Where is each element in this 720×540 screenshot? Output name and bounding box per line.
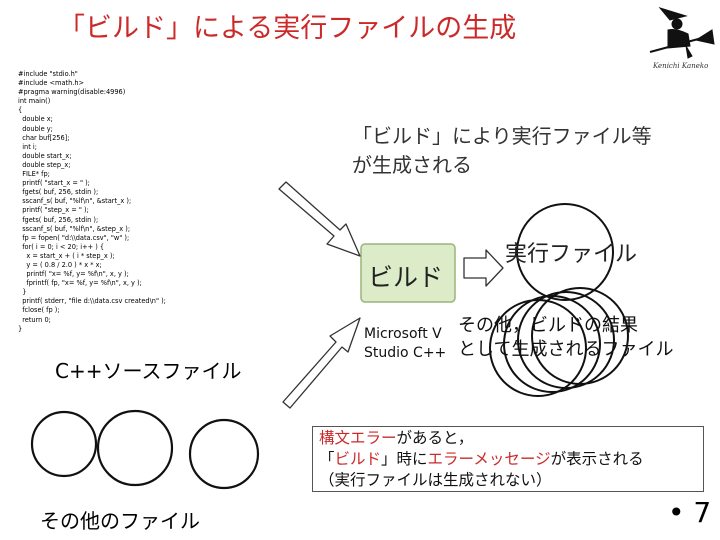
other-results-line-2: として生成されるファイル bbox=[458, 339, 674, 360]
page-number: • 7 bbox=[668, 496, 712, 529]
error-note-line-2-post: が表示される bbox=[550, 450, 644, 468]
build-label: ビルド bbox=[368, 263, 444, 292]
build-box bbox=[360, 243, 456, 303]
code-line: int main() bbox=[18, 97, 51, 106]
other-files-label: その他のファイル bbox=[40, 509, 200, 533]
code-line: sscanf_s( buf, "%lf\n", &start_x ); bbox=[18, 197, 132, 206]
error-note-open-bracket: 「 bbox=[319, 450, 335, 468]
error-note-line-2: 「ビルド」時にエラーメッセージが表示される bbox=[319, 449, 697, 470]
code-line: #include "stdio.h" bbox=[18, 70, 78, 78]
error-message-term: エラーメッセージ bbox=[427, 450, 551, 468]
error-note-line-3: （実行ファイルは生成されない） bbox=[319, 471, 552, 489]
build-term: ビルド bbox=[334, 450, 382, 468]
code-line: char buf[256]; bbox=[18, 133, 70, 142]
error-note-line-1-rest: があると， bbox=[396, 429, 474, 447]
code-line: { bbox=[18, 106, 23, 115]
source-code-listing: #include "stdio.h"#include <math.h>#prag… bbox=[18, 70, 308, 334]
other-file-circle-3 bbox=[188, 418, 260, 490]
code-line: double y; bbox=[18, 124, 53, 133]
msvc-label: Microsoft V Studio C++ bbox=[364, 325, 446, 363]
source-to-build-arrow-icon bbox=[278, 181, 361, 257]
build-caption: 「ビルド」により実行ファイル等 が生成される bbox=[352, 122, 652, 180]
code-line: fp = fopen( "d:\\data.csv", "w" ); bbox=[18, 233, 130, 242]
other-files-to-build-arrow-icon bbox=[282, 317, 361, 409]
code-line: double step_x; bbox=[18, 160, 71, 169]
build-caption-line-2: が生成される bbox=[352, 153, 472, 177]
other-file-circle-1 bbox=[30, 410, 98, 478]
code-line: fclose( fp ); bbox=[18, 306, 60, 315]
syntax-error-term: 構文エラー bbox=[319, 429, 397, 447]
code-line: #pragma warning(disable:4996) bbox=[18, 88, 126, 97]
msvc-label-line-1: Microsoft V bbox=[364, 326, 442, 342]
error-note-line-2-mid: 」時に bbox=[381, 450, 428, 468]
code-line: y = ( 0.8 / 2.0 ) * x * x; bbox=[18, 260, 102, 269]
code-line: sscanf_s( buf, "%lf\n", &step_x ); bbox=[18, 224, 131, 233]
code-line: #include <math.h> bbox=[18, 79, 85, 88]
witch-on-broom-icon bbox=[649, 7, 715, 59]
build-caption-line-1: 「ビルド」により実行ファイル等 bbox=[352, 124, 652, 148]
code-line: fgets( buf, 256, stdin ); bbox=[18, 215, 99, 224]
code-line: int i; bbox=[18, 142, 37, 151]
executable-file-circle bbox=[516, 203, 614, 301]
code-line: } bbox=[18, 288, 27, 297]
code-line: printf( "start_x = " ); bbox=[18, 179, 90, 188]
page-title: 「ビルド」による実行ファイルの生成 bbox=[58, 13, 517, 44]
code-line: FILE* fp; bbox=[18, 170, 50, 179]
code-line: for( i = 0; i < 20; i++ ) { bbox=[18, 242, 105, 251]
cpp-source-label: C++ソースファイル bbox=[55, 359, 242, 383]
code-line: return 0; bbox=[18, 315, 51, 324]
code-line: double x; bbox=[18, 115, 53, 124]
code-line: } bbox=[18, 324, 23, 333]
msvc-label-line-2: Studio C++ bbox=[364, 345, 447, 361]
syntax-error-note: 構文エラーがあると， 「ビルド」時にエラーメッセージが表示される （実行ファイル… bbox=[312, 426, 704, 492]
code-line: printf( stderr, "file d:\\data.csv creat… bbox=[18, 297, 166, 306]
code-line: printf( "x= %f, y= %f\n", x, y ); bbox=[18, 270, 129, 279]
other-build-results-label: その他，ビルドの結果 として生成されるファイル bbox=[458, 314, 673, 362]
code-line: x = start_x + ( i * step_x ); bbox=[18, 251, 115, 260]
other-results-line-1: その他，ビルドの結果 bbox=[458, 315, 638, 336]
logo-caption: Kenichi Kaneko bbox=[653, 62, 709, 70]
code-line: printf( "step_x = " ); bbox=[18, 206, 89, 215]
code-line: double start_x; bbox=[18, 151, 72, 160]
code-line: fgets( buf, 256, stdin ); bbox=[18, 188, 99, 197]
result-file-circle-3 bbox=[517, 291, 615, 389]
other-file-circle-2 bbox=[96, 409, 174, 487]
error-note-line-1: 構文エラーがあると， bbox=[319, 428, 697, 449]
executable-label: 実行ファイル bbox=[505, 242, 638, 267]
code-line: fprintf( fp, "x= %f, y= %f\n", x, y ); bbox=[18, 279, 142, 288]
result-file-circle-4 bbox=[531, 287, 629, 385]
build-to-exe-arrow-icon bbox=[463, 249, 504, 287]
